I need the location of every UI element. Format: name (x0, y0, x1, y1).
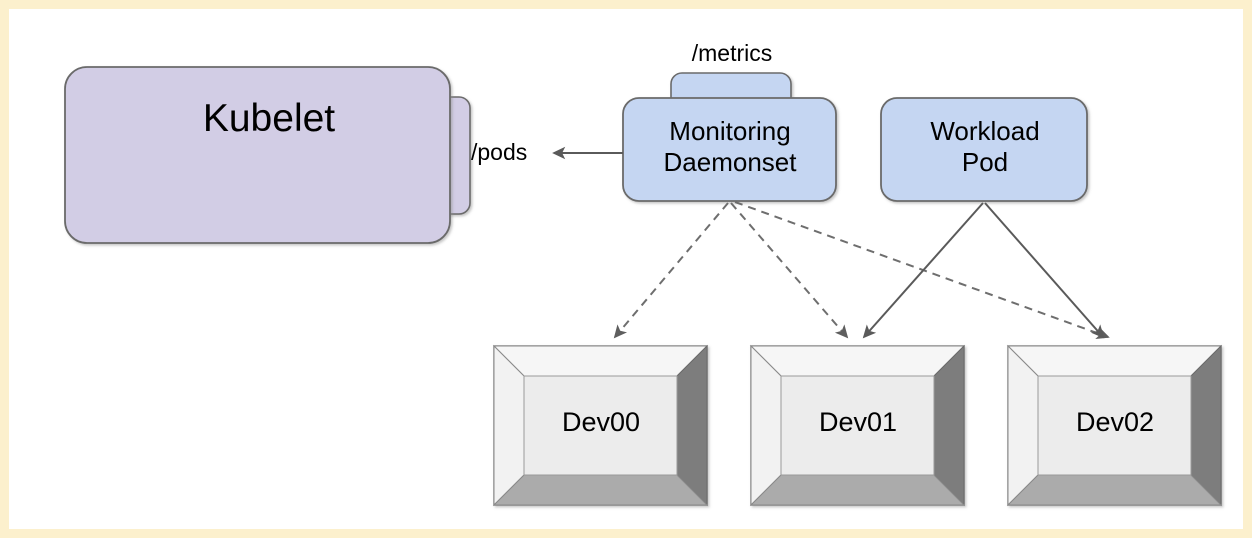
kubelet-node[interactable] (64, 66, 451, 244)
kubelet-shape (64, 66, 451, 244)
edge-monitoring-to-dev02 (734, 201, 1110, 340)
dev01-bevel-bottom (749, 474, 966, 506)
workload-pod-shape (880, 97, 1088, 202)
monitoring-daemonset-node[interactable] (622, 97, 837, 202)
dev00-node[interactable] (492, 344, 709, 507)
edge-monitoring-to-dev00 (613, 202, 729, 339)
dev00-face (523, 375, 678, 476)
edge-workload-to-dev01 (862, 202, 984, 339)
diagram-svg (64, 66, 1223, 507)
dev00-bevel-top (492, 345, 709, 377)
monitoring-daemonset-shape (622, 97, 837, 202)
dev02-bevel-bottom (1006, 474, 1223, 506)
dev02-node[interactable] (1006, 344, 1223, 507)
edge-workload-to-dev02 (984, 202, 1105, 339)
dev01-node[interactable] (749, 344, 966, 507)
dev00-bevel-bottom (492, 474, 709, 506)
dev02-face (1037, 375, 1192, 476)
dev01-bevel-top (749, 345, 966, 377)
dev01-face (780, 375, 935, 476)
workload-pod-node[interactable] (880, 97, 1088, 202)
dev02-bevel-top (1006, 345, 1223, 377)
edge-monitoring-to-dev01 (730, 202, 849, 339)
